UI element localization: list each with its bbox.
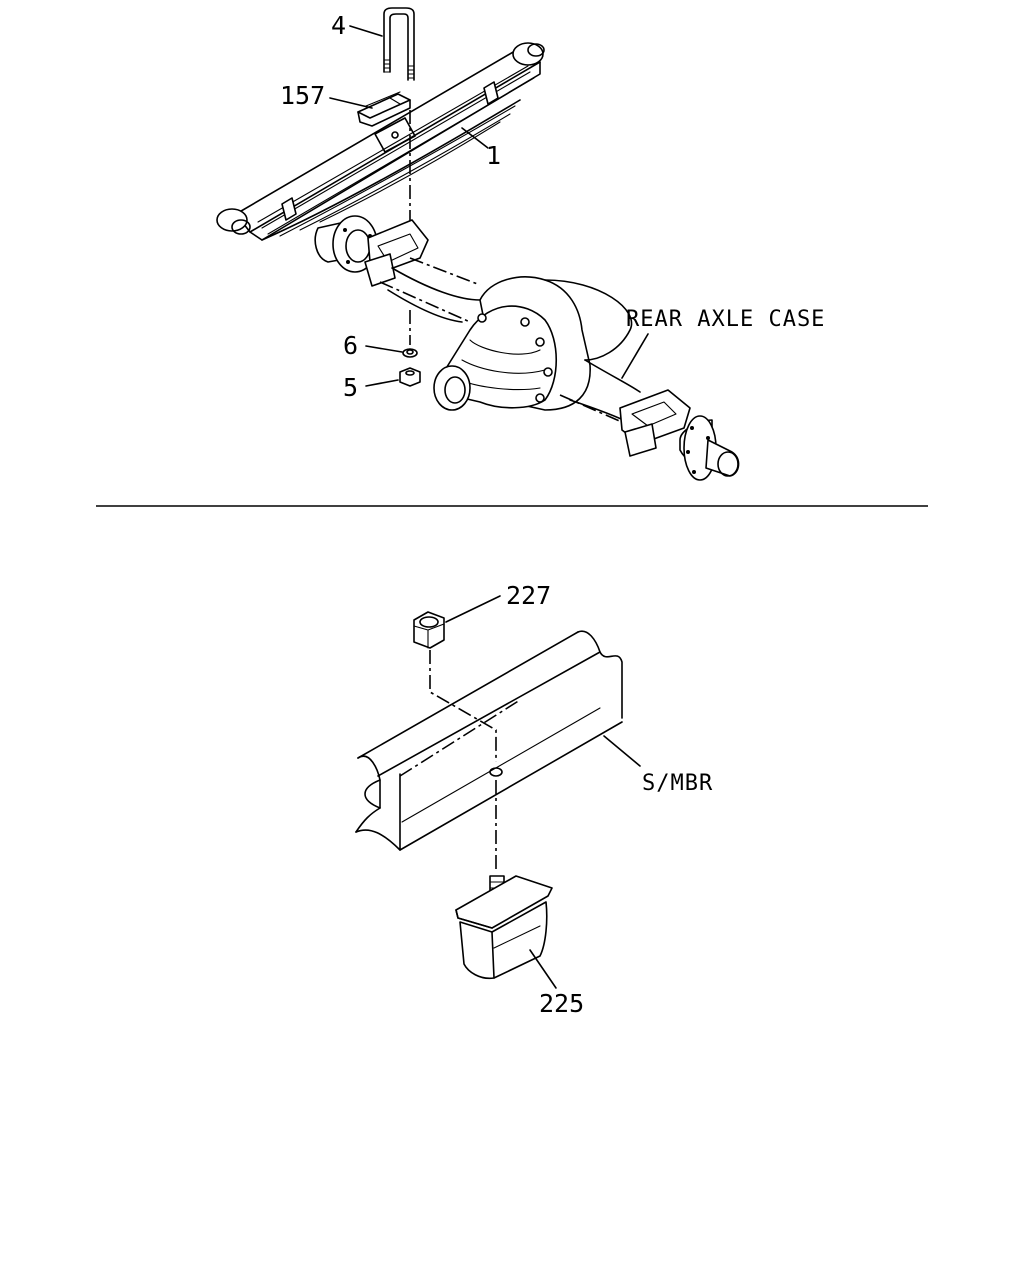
bumper-nut bbox=[413, 611, 445, 649]
spring-pad bbox=[357, 91, 411, 127]
nut bbox=[399, 367, 421, 387]
u-bolt bbox=[383, 7, 415, 81]
bumper bbox=[455, 875, 553, 980]
callout-leaders-bottom bbox=[445, 595, 641, 989]
rear-axle-case bbox=[314, 215, 740, 481]
label-rear-axle-case: REAR AXLE CASE bbox=[626, 307, 825, 332]
leaf-spring-assembly bbox=[216, 42, 545, 241]
label-side-member: S/MBR bbox=[642, 771, 713, 796]
callout-4: 4 bbox=[331, 11, 346, 40]
callout-5: 5 bbox=[343, 373, 358, 402]
callout-leaders-top bbox=[329, 25, 649, 387]
callout-225: 225 bbox=[539, 989, 584, 1018]
callout-6: 6 bbox=[343, 331, 358, 360]
centerline bbox=[429, 650, 497, 762]
washer bbox=[402, 348, 418, 358]
callout-157: 157 bbox=[280, 81, 325, 110]
callout-1: 1 bbox=[486, 141, 501, 170]
callout-227: 227 bbox=[506, 581, 551, 610]
side-member bbox=[355, 630, 623, 851]
